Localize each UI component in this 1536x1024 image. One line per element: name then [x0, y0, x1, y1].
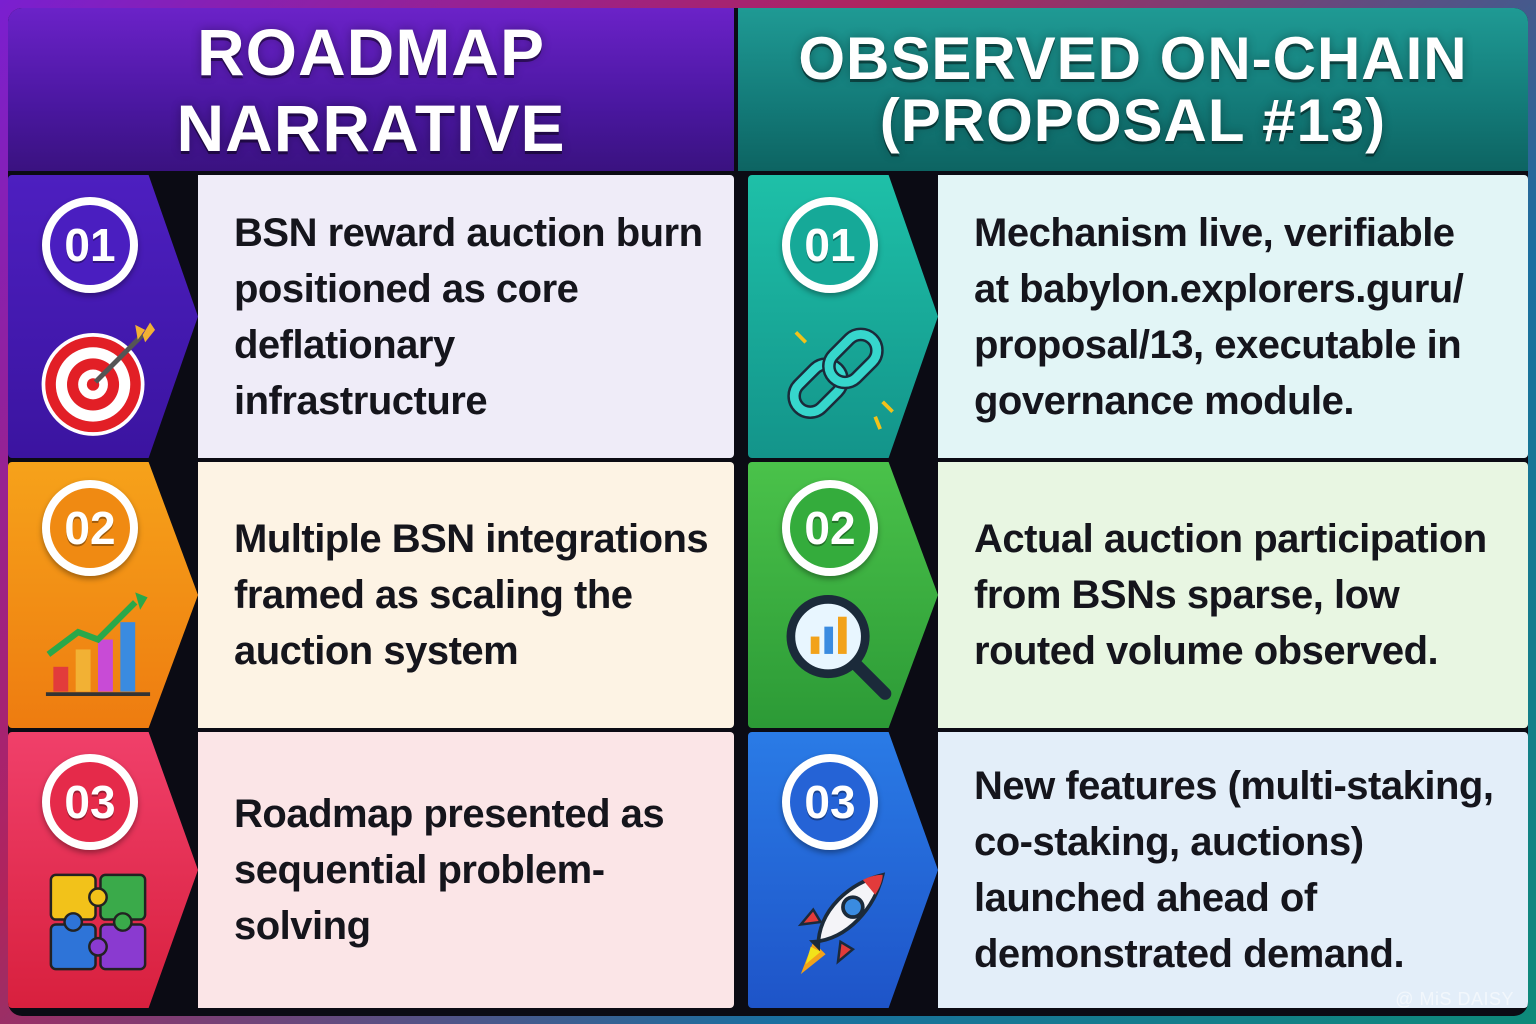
- row-number-panel: 03: [748, 732, 938, 1008]
- narrative-text-1: BSN reward auction burn positioned as co…: [198, 175, 734, 458]
- proposal-subtitle: (PROPOSAL #13): [879, 86, 1387, 154]
- row-number-panel: 02: [748, 462, 938, 728]
- target-icon: [36, 315, 160, 439]
- narrative-row-1: 01 BSN reward: [8, 175, 734, 458]
- row-number-panel: 02: [8, 462, 198, 728]
- growth-chart-icon: [36, 580, 160, 704]
- observed-onchain-header: OBSERVED ON-CHAIN (PROPOSAL #13): [738, 8, 1528, 171]
- row-number-panel: 03: [8, 732, 198, 1008]
- narrative-text-2: Multiple BSN integrations framed as scal…: [198, 462, 734, 728]
- puzzle-icon: [36, 860, 160, 984]
- number-badge: 02: [42, 480, 138, 576]
- onchain-text-2: Actual auction participation from BSNs s…: [938, 462, 1528, 728]
- observed-onchain-title: OBSERVED ON-CHAIN: [798, 24, 1468, 92]
- number-badge: 03: [42, 754, 138, 850]
- roadmap-narrative-title: ROADMAP NARRATIVE: [176, 14, 566, 165]
- number-badge: 01: [42, 197, 138, 293]
- row-number-panel: 01: [8, 175, 198, 458]
- watermark: @ MiS DAISY: [1395, 989, 1514, 1009]
- onchain-text-1: Mechanism live, verifiable at babylon.ex…: [938, 175, 1528, 458]
- row-number-panel: 01: [748, 175, 938, 458]
- onchain-row-1: 01 Mechanism live, verifiab: [748, 175, 1528, 458]
- magnifier-chart-icon: [776, 582, 900, 706]
- narrative-row-2: 02 Multiple BSN integration: [8, 462, 734, 728]
- narrative-text-3: Roadmap presented as sequential problem-…: [198, 732, 734, 1008]
- rocket-icon: [776, 860, 900, 984]
- onchain-text-3: New features (multi-staking, co-staking,…: [938, 732, 1528, 1008]
- roadmap-narrative-header: ROADMAP NARRATIVE: [8, 8, 734, 171]
- narrative-row-3: 03 Roadmap pre: [8, 732, 734, 1008]
- comparison-board: ROADMAP NARRATIVE OBSERVED ON-CHAIN (PRO…: [8, 8, 1528, 1016]
- number-badge: 03: [782, 754, 878, 850]
- number-badge: 01: [782, 197, 878, 293]
- onchain-row-3: 03 New features (multi-stak: [748, 732, 1528, 1008]
- onchain-row-2: 02 Actual auction participation from BSN…: [748, 462, 1528, 728]
- number-badge: 02: [782, 480, 878, 576]
- chain-link-icon: [776, 315, 900, 439]
